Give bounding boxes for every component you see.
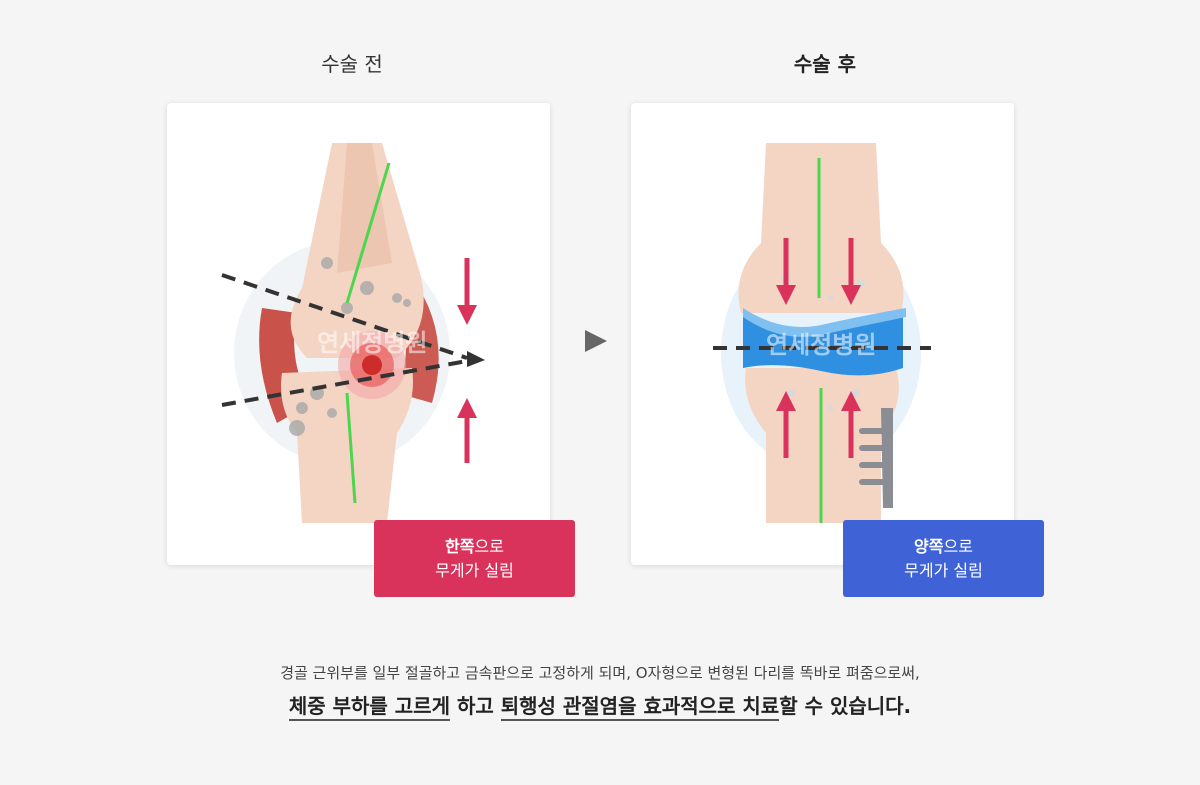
caption-summary: 체중 부하를 고르게 하고 퇴행성 관절염을 효과적으로 치료할 수 있습니다. (0, 690, 1200, 721)
knee-before-illustration: 연세정병원 (221, 143, 485, 523)
before-illustration-card: 연세정병원 (167, 103, 550, 565)
knee-after-illustration: 연세정병원 (713, 143, 931, 523)
caption-description: 경골 근위부를 일부 절골하고 금속판으로 고정하게 되며, O자형으로 변형된… (280, 664, 920, 682)
before-badge-strong: 한쪽 (445, 536, 475, 556)
play-arrow-icon (585, 330, 607, 352)
after-badge-strong: 양쪽 (914, 536, 944, 556)
caption-highlight-1: 체중 부하를 고르게 (288, 694, 450, 721)
before-title: 수술 전 (321, 52, 383, 76)
caption-highlight-2: 퇴행성 관절염을 효과적으로 치료 (500, 694, 780, 721)
after-badge-line2: 무게가 실림 (904, 560, 983, 580)
after-title: 수술 후 (793, 52, 857, 76)
caption-connector: 하고 (449, 694, 501, 718)
watermark-logo: 연세정병원 (766, 331, 876, 359)
watermark-logo: 연세정병원 (317, 329, 427, 357)
after-badge-rest: 으로 (943, 536, 973, 556)
before-badge-rest: 으로 (474, 536, 504, 556)
before-badge-line2: 무게가 실림 (435, 560, 514, 580)
before-weight-badge: 한쪽으로 무게가 실림 (374, 520, 575, 597)
after-weight-badge: 양쪽으로 무게가 실림 (843, 520, 1044, 597)
caption-ending: 할 수 있습니다. (779, 694, 912, 718)
after-illustration-card: 연세정병원 (631, 103, 1014, 565)
